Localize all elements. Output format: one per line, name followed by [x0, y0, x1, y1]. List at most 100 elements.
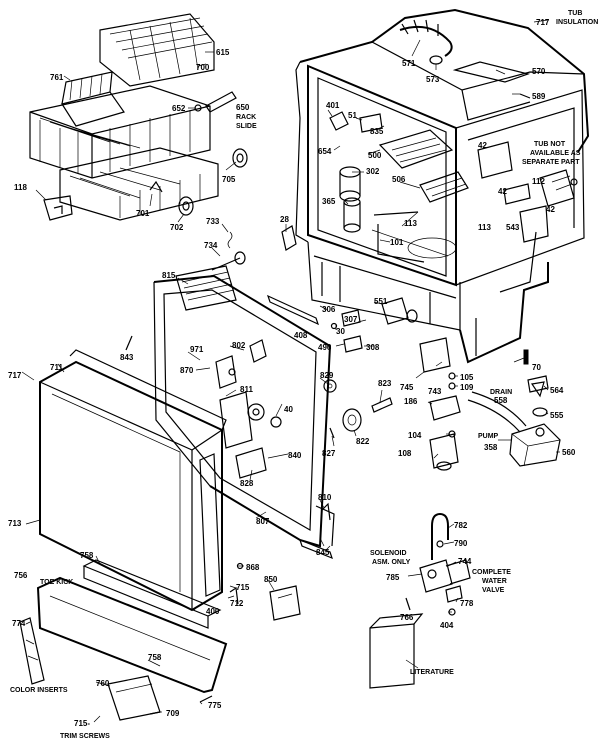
label-870: 870: [180, 366, 194, 375]
label-drain: DRAIN: [490, 389, 512, 396]
label-734: 734: [204, 241, 218, 250]
label-654: 654: [318, 147, 332, 156]
label-105: 105: [460, 373, 474, 382]
label-tub-not-3: SEPARATE PART: [522, 159, 580, 166]
label-186: 186: [404, 397, 418, 406]
label-543: 543: [506, 223, 520, 232]
label-652: 652: [172, 104, 186, 113]
label-302: 302: [366, 167, 380, 176]
label-306: 306: [322, 305, 336, 314]
label-solenoid-2: ASM. ONLY: [372, 559, 411, 566]
label-tub-not-1: TUB NOT: [534, 141, 566, 148]
label-108: 108: [398, 449, 412, 458]
label-113: 113: [404, 219, 417, 228]
label-307: 307: [344, 315, 358, 324]
label-744: 744: [458, 557, 472, 566]
label-756: 756: [14, 571, 28, 580]
label-743: 743: [428, 387, 442, 396]
label-408: 408: [294, 331, 308, 340]
label-401: 401: [326, 101, 340, 110]
label-42b: 42: [498, 187, 507, 196]
label-118: 118: [14, 183, 27, 192]
label-709: 709: [166, 709, 180, 718]
label-766: 766: [400, 613, 414, 622]
label-811: 811: [240, 385, 253, 394]
part-labels: 717 TUB INSULATION 615 700 761 571 573 5…: [8, 10, 598, 740]
label-365: 365: [322, 197, 336, 206]
label-573: 573: [426, 75, 440, 84]
label-845: 845: [316, 548, 330, 557]
label-745: 745: [400, 383, 414, 392]
leader-lines: [21, 19, 560, 723]
label-705: 705: [222, 175, 236, 184]
label-51: 51: [348, 111, 357, 120]
label-literature: LITERATURE: [410, 669, 454, 676]
label-404: 404: [440, 621, 454, 630]
label-551: 551: [374, 297, 388, 306]
tub-assembly: [295, 8, 590, 364]
label-840: 840: [288, 451, 302, 460]
label-761: 761: [50, 73, 64, 82]
label-650: 650: [236, 103, 250, 112]
label-42a: 42: [478, 141, 487, 150]
label-113b: 113: [478, 223, 491, 232]
label-810: 810: [318, 493, 332, 502]
label-109: 109: [460, 383, 474, 392]
dishrack-assembly: [29, 13, 248, 221]
label-850: 850: [264, 575, 278, 584]
label-760: 760: [96, 679, 110, 688]
label-112: 112: [532, 177, 545, 186]
label-555: 555: [550, 411, 564, 420]
label-589: 589: [532, 92, 546, 101]
label-782: 782: [454, 521, 468, 530]
label-828: 828: [240, 479, 254, 488]
label-complete-2: WATER: [482, 578, 507, 585]
label-571: 571: [402, 59, 416, 68]
label-complete-3: VALVE: [482, 587, 505, 594]
label-28: 28: [280, 215, 289, 224]
label-827: 827: [322, 449, 336, 458]
label-843: 843: [120, 353, 134, 362]
label-615: 615: [216, 48, 230, 57]
label-700: 700: [196, 63, 210, 72]
label-toe-kick: TOE KICK: [40, 579, 73, 586]
label-712: 712: [230, 599, 244, 608]
label-color-inserts: COLOR INSERTS: [10, 687, 68, 694]
label-506: 506: [392, 175, 406, 184]
label-rack-slide-2: SLIDE: [236, 123, 257, 130]
label-717b: 717: [8, 371, 22, 380]
label-40: 40: [284, 405, 293, 414]
label-733: 733: [206, 217, 220, 226]
label-715b: 715-: [74, 719, 90, 728]
label-101: 101: [390, 238, 404, 247]
label-pump: PUMP: [478, 433, 499, 440]
label-758: 758: [80, 551, 94, 560]
label-807: 807: [256, 517, 270, 526]
label-711: 711: [50, 363, 63, 372]
water-valve-assembly: [369, 512, 471, 689]
label-775: 775: [208, 701, 222, 710]
label-702: 702: [170, 223, 184, 232]
label-758b: 758: [148, 653, 162, 662]
label-30: 30: [336, 327, 345, 336]
label-829: 829: [320, 371, 334, 380]
label-42c: 42: [546, 205, 555, 214]
label-785: 785: [386, 573, 400, 582]
label-solenoid-1: SOLENOID: [370, 550, 407, 557]
label-tub-insulation-1: TUB: [568, 10, 582, 17]
label-500: 500: [368, 151, 382, 160]
label-rack-slide-1: RACK: [236, 114, 256, 121]
label-104: 104: [408, 431, 422, 440]
label-308: 308: [366, 343, 380, 352]
label-tub-insulation-2: INSULATION: [556, 19, 598, 26]
label-358: 358: [484, 443, 498, 452]
label-815: 815: [162, 271, 176, 280]
label-400: 400: [206, 607, 220, 616]
label-822: 822: [356, 437, 370, 446]
label-496: 496: [318, 343, 332, 352]
label-971: 971: [190, 345, 204, 354]
label-570: 570: [532, 67, 546, 76]
label-778: 778: [460, 599, 474, 608]
label-835: 835: [370, 127, 384, 136]
